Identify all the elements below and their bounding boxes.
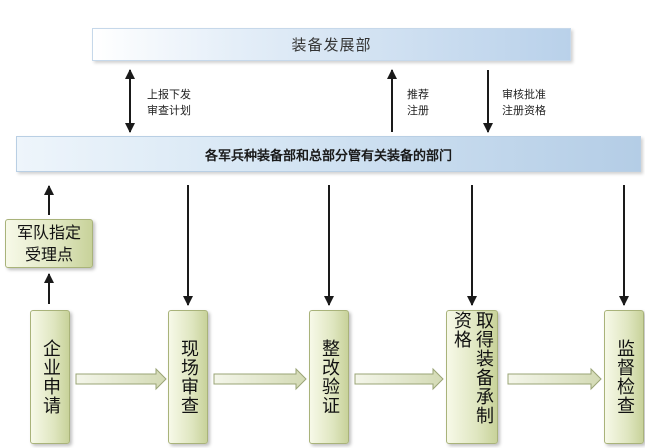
hollow-arrow-3: [354, 367, 444, 391]
approve-qualification-note: 审核批准 注册资格: [502, 88, 546, 117]
hollow-arrow-1: [75, 367, 167, 391]
step-label: 监督检查: [614, 339, 635, 415]
step-label: 整改验证: [319, 339, 340, 415]
hollow-arrow-2: [213, 367, 307, 391]
recommend-register-note: 推荐 注册: [407, 88, 429, 117]
top-bar-label: 装备发展部: [291, 36, 372, 54]
step-enterprise-application: 企业申请: [30, 310, 70, 444]
equipment-development-department-box: 装备发展部: [92, 28, 571, 61]
army-box-label: 军队指定 受理点: [16, 222, 81, 264]
hollow-arrow-4: [507, 367, 602, 391]
step-label: 现场审查: [178, 339, 199, 415]
step-rectification-verification: 整改验证: [309, 310, 349, 444]
step-onsite-review: 现场审查: [168, 310, 208, 444]
middle-bar-label: 各军兵种装备部和总部分管有关装备的部门: [204, 148, 452, 164]
army-designated-acceptance-point-box: 军队指定 受理点: [5, 219, 93, 268]
report-review-plan-note: 上报下发 审查计划: [147, 88, 191, 117]
service-equipment-departments-box: 各军兵种装备部和总部分管有关装备的部门: [16, 136, 641, 172]
step-obtain-qualification: 取得装备承制资格: [446, 310, 498, 444]
step-supervision-inspection: 监督检查: [604, 310, 644, 444]
step-label: 取得装备承制资格: [451, 311, 494, 425]
step-label: 企业申请: [40, 339, 61, 415]
